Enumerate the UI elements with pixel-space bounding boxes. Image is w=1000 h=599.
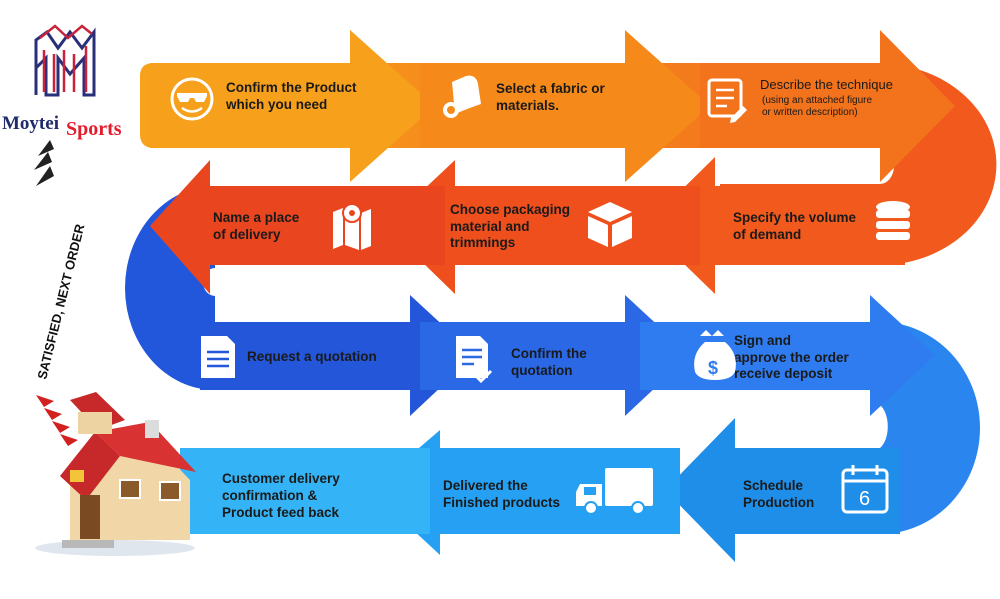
brand-logo: Moytei Sports [2, 24, 122, 140]
return-arrows-bottom [36, 395, 78, 446]
row4-chevron-3 [180, 448, 430, 534]
row4-chevron-2 [370, 430, 680, 555]
row1-chevron-1 [150, 30, 435, 182]
row1-chevron-3 [700, 30, 955, 182]
svg-text:$: $ [708, 358, 718, 378]
coin-stack-icon [876, 201, 910, 240]
row-4 [180, 418, 900, 562]
money-bag-icon: $ [694, 330, 736, 380]
document-check-icon [456, 336, 493, 384]
row3-chevron-3 [640, 295, 935, 416]
map-pin-icon [333, 203, 371, 250]
fabric-roll-icon [443, 75, 481, 118]
step-3-label: Describe the technique (using an attache… [760, 76, 897, 118]
row-3 [200, 295, 935, 416]
brand-name-1: Moytei [2, 113, 59, 134]
step-7-label: Request a quotation [247, 349, 377, 364]
side-label: SATISFIED, NEXT ORDER [34, 222, 87, 381]
row3-chevron-1 [200, 295, 475, 416]
brand-name-2: Sports [66, 118, 122, 140]
row2-chevron-2 [385, 160, 700, 294]
row1-chevron-2 [420, 30, 710, 182]
truck-icon [576, 468, 653, 515]
house-icon [35, 392, 196, 556]
return-arrows-top [34, 140, 54, 186]
document-pen-icon [707, 78, 747, 123]
package-box-icon [588, 202, 632, 247]
row4-chevron-1 [665, 418, 900, 562]
document-icon [201, 336, 235, 378]
calendar-day: 6 [859, 488, 870, 510]
row2-chevron-1 [645, 157, 905, 294]
row-1 [140, 30, 955, 182]
row-2 [150, 157, 905, 294]
row2-chevron-3 [150, 160, 445, 294]
smiley-sunglasses-icon [170, 77, 214, 121]
row3-chevron-2 [420, 295, 690, 416]
calendar-icon: 6 [841, 465, 889, 514]
